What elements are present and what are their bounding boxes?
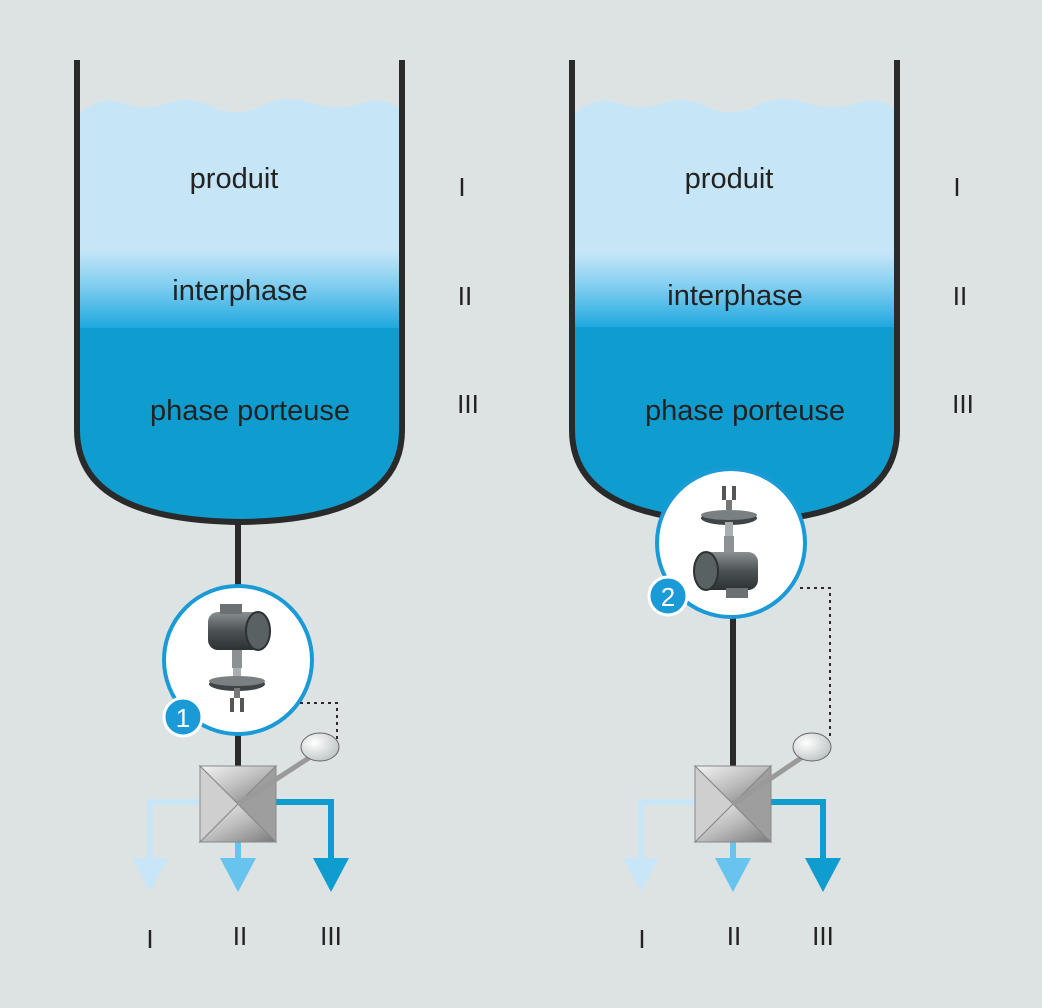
layer-roman-2: II bbox=[458, 281, 472, 311]
sensor-2 bbox=[655, 467, 807, 619]
outlet-arrow-3 bbox=[313, 858, 349, 892]
product-layer bbox=[77, 99, 402, 255]
signal-line bbox=[800, 587, 831, 740]
outlet-label-2: II bbox=[233, 921, 247, 951]
sensor-badge-2: 2 bbox=[647, 575, 689, 617]
layer-roman-3: III bbox=[952, 389, 974, 419]
three-way-valve bbox=[693, 732, 832, 844]
outlet-arrow-2 bbox=[715, 858, 751, 892]
outlet-label-3: III bbox=[812, 921, 834, 951]
layer-roman-2: II bbox=[953, 281, 967, 311]
outlet-arrow-1 bbox=[623, 858, 659, 892]
outlet-arrow-2 bbox=[220, 858, 256, 892]
sensor-1 bbox=[162, 584, 314, 736]
outlet-arrow-1 bbox=[132, 858, 168, 892]
outlet-pipe-3 bbox=[771, 799, 826, 860]
outlet-label-2: II bbox=[727, 921, 741, 951]
vibrating-fork-sensor-icon bbox=[208, 604, 271, 712]
outlet-pipe-1 bbox=[147, 799, 200, 860]
signal-line bbox=[300, 702, 338, 740]
outlet-pipe-1 bbox=[638, 799, 695, 860]
product-layer bbox=[572, 99, 897, 258]
tank-1-liquid bbox=[77, 99, 402, 522]
layer-label-carrier: phase porteuse bbox=[150, 395, 350, 427]
outlet-label-1: I bbox=[146, 924, 153, 954]
outlet-label-3: III bbox=[320, 921, 342, 951]
tank-2-liquid bbox=[572, 99, 897, 522]
vibrating-fork-sensor-icon bbox=[693, 486, 758, 598]
layer-roman-1: I bbox=[953, 172, 960, 202]
sensor-badge-1: 1 bbox=[162, 696, 204, 738]
layer-label-product: produit bbox=[685, 163, 774, 195]
svg-text:2: 2 bbox=[661, 582, 675, 612]
layer-roman-3: III bbox=[457, 389, 479, 419]
layer-label-carrier: phase porteuse bbox=[645, 395, 845, 427]
tank-1: produit interphase phase porteuse I II I… bbox=[74, 60, 479, 954]
layer-label-interphase: interphase bbox=[172, 275, 307, 307]
interphase-layer bbox=[77, 250, 402, 330]
tank-2: produit interphase phase porteuse I II I… bbox=[569, 60, 974, 954]
layer-label-interphase: interphase bbox=[667, 280, 802, 312]
carrier-phase-layer bbox=[77, 328, 402, 522]
outlet-arrow-3 bbox=[805, 858, 841, 892]
outlet-pipe-3 bbox=[276, 799, 334, 860]
layer-label-product: produit bbox=[190, 163, 279, 195]
layer-roman-1: I bbox=[458, 172, 465, 202]
interphase-layer bbox=[572, 253, 897, 329]
outlet-label-1: I bbox=[638, 924, 645, 954]
three-way-valve bbox=[198, 732, 340, 844]
svg-text:1: 1 bbox=[176, 703, 190, 733]
